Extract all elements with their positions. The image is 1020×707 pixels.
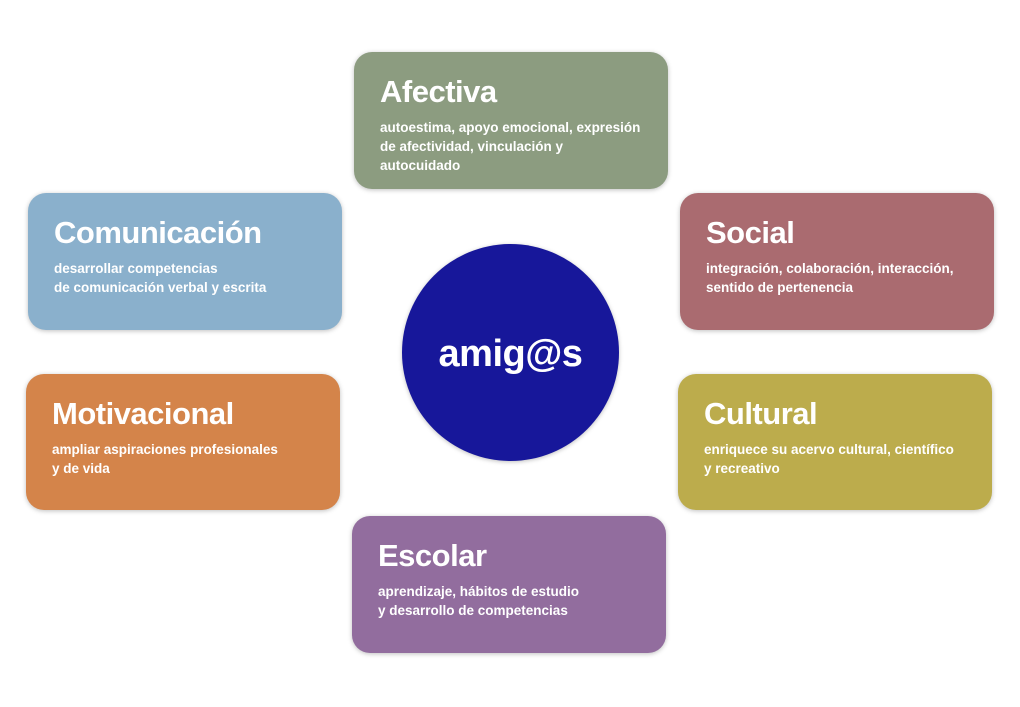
card-text-motivacional: ampliar aspiraciones profesionales y de …	[52, 442, 278, 476]
card-title-cultural: Cultural	[704, 396, 818, 431]
card-text-social: integración, colaboración, interacción, …	[706, 261, 954, 295]
card-social: Social integración, colaboración, intera…	[680, 193, 994, 330]
card-comunicacion: Comunicación desarrollar competencias de…	[28, 193, 342, 330]
card-text-comunicacion: desarrollar competencias de comunicación…	[54, 261, 267, 295]
card-text-afectiva: autoestima, apoyo emocional, expresión d…	[380, 120, 641, 173]
card-motivacional: Motivacional ampliar aspiraciones profes…	[26, 374, 340, 510]
card-title-escolar: Escolar	[378, 538, 487, 573]
center-circle: amig@s	[402, 244, 619, 461]
card-title-comunicacion: Comunicación	[54, 215, 262, 250]
card-title-motivacional: Motivacional	[52, 396, 234, 431]
center-label: amig@s	[438, 333, 583, 375]
card-afectiva: Afectiva autoestima, apoyo emocional, ex…	[354, 52, 668, 189]
card-cultural: Cultural enriquece su acervo cultural, c…	[678, 374, 992, 510]
card-title-social: Social	[706, 215, 795, 250]
card-title-afectiva: Afectiva	[380, 74, 497, 109]
card-text-cultural: enriquece su acervo cultural, científico…	[704, 442, 954, 476]
card-escolar: Escolar aprendizaje, hábitos de estudio …	[352, 516, 666, 653]
card-text-escolar: aprendizaje, hábitos de estudio y desarr…	[378, 584, 580, 618]
